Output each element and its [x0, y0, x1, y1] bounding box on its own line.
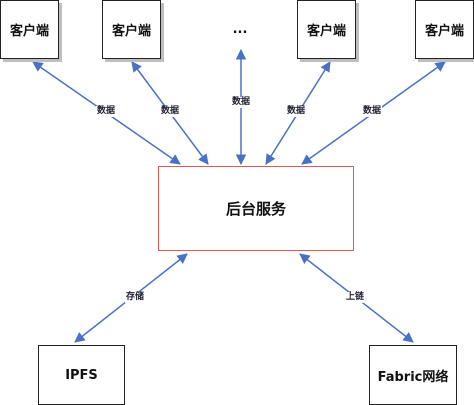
edge-label-fabric: 上链	[345, 292, 366, 303]
edge-label-middle: 数据	[231, 97, 252, 108]
client-box-2: 客户端	[102, 0, 161, 59]
client-box-3: 客户端	[297, 0, 356, 59]
client-box-4: 客户端	[415, 0, 474, 59]
fabric-network-box: Fabric网络	[369, 345, 457, 405]
edge-label-client2: 数据	[160, 106, 181, 117]
edge-label-client1: 数据	[96, 106, 117, 117]
ellipsis: ...	[232, 22, 248, 37]
edge-label-client3: 数据	[286, 106, 307, 117]
client-box-1: 客户端	[0, 0, 59, 59]
backend-service-box: 后台服务	[158, 166, 354, 251]
ipfs-box: IPFS	[38, 345, 125, 405]
edge-label-client4: 数据	[362, 106, 383, 117]
edge-label-ipfs: 存储	[125, 292, 146, 303]
